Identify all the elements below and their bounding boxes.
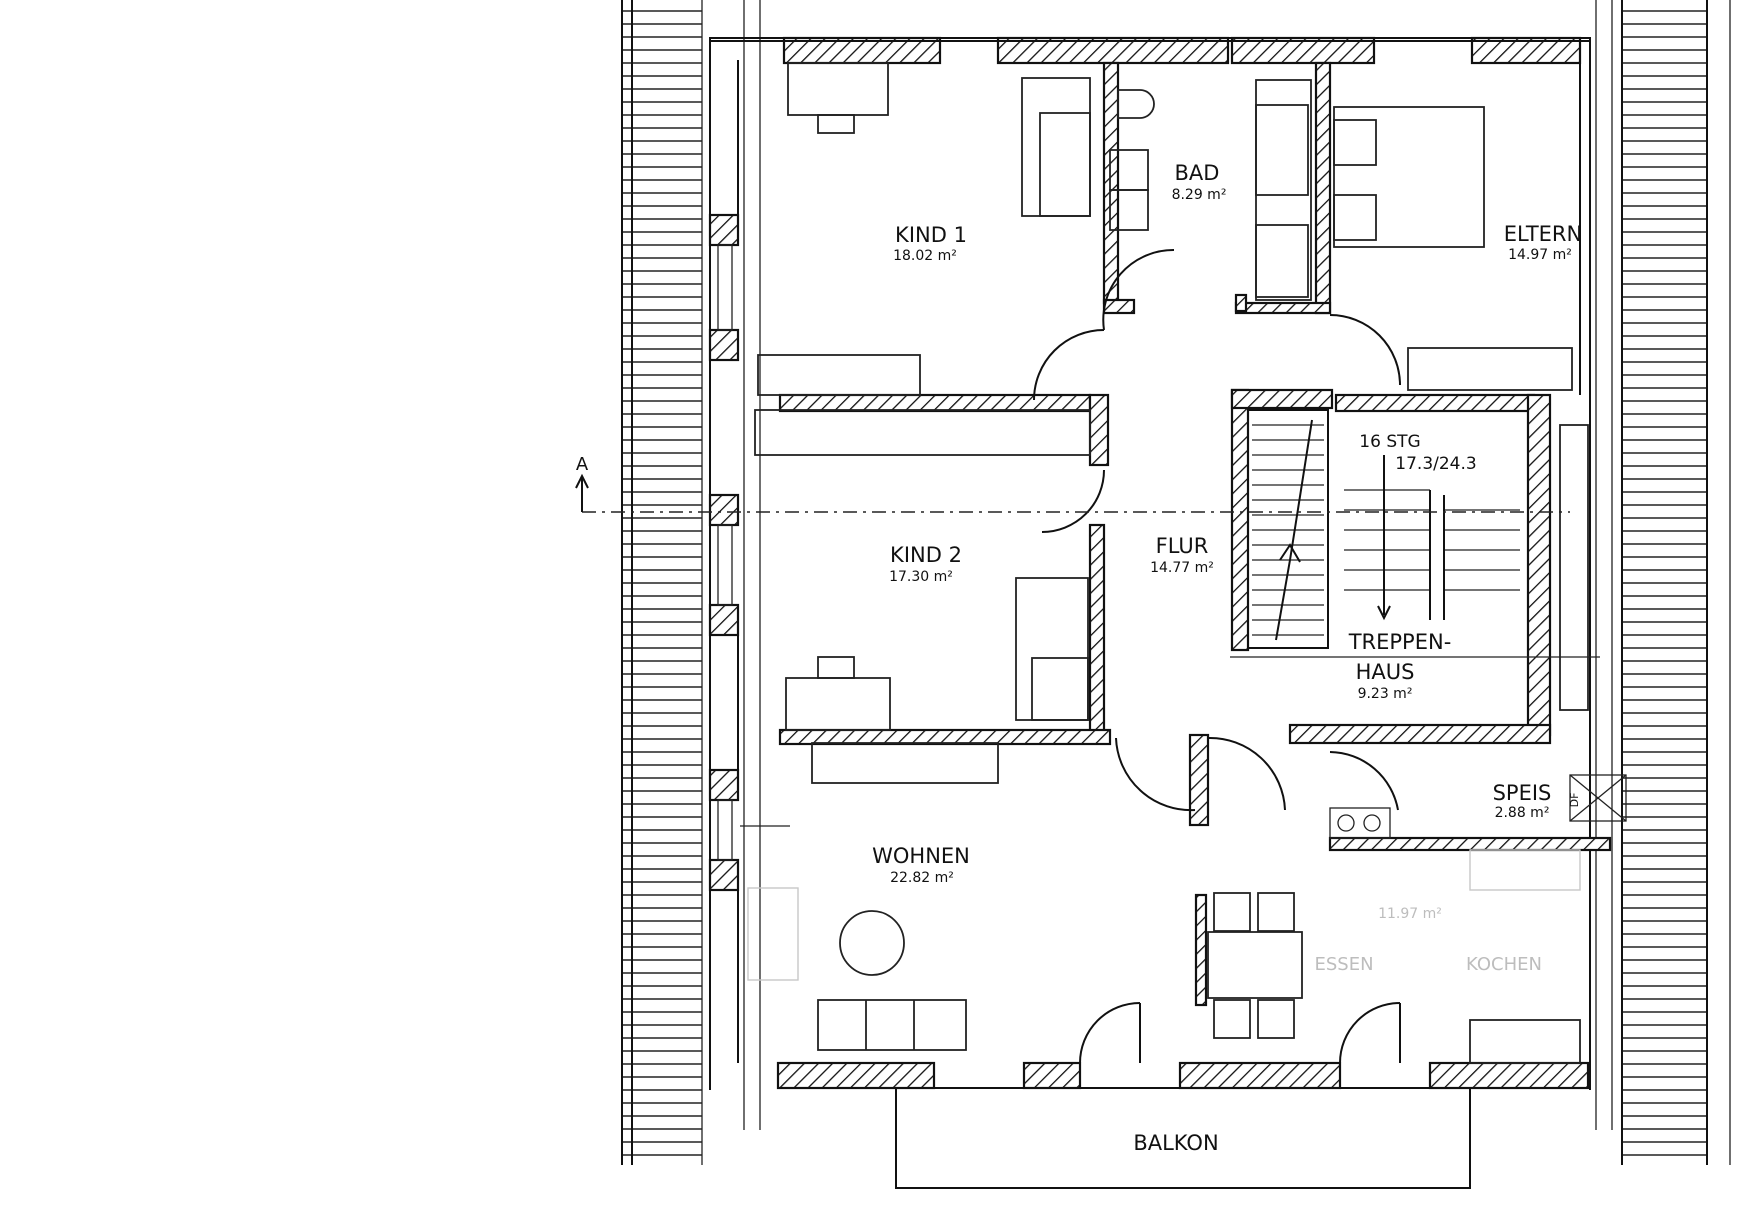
exterior-walls bbox=[708, 36, 1591, 1090]
stair-ratio: 17.3/24.3 bbox=[1395, 454, 1476, 474]
room-name-bad: BAD bbox=[1175, 161, 1220, 185]
section-line-a bbox=[575, 473, 1570, 513]
room-name-flur: FLUR bbox=[1156, 534, 1209, 558]
interior-walls bbox=[778, 61, 1612, 1007]
roof-right bbox=[1595, 0, 1731, 1165]
roof-left bbox=[621, 0, 761, 1165]
room-name-treppenhaus-1: TREPPEN- bbox=[1348, 630, 1452, 654]
room-name-wohnen: WOHNEN bbox=[872, 844, 970, 868]
room-area-flur: 14.77 m² bbox=[1150, 560, 1214, 576]
room-area-speis: 2.88 m² bbox=[1495, 805, 1550, 821]
room-name-eltern: ELTERN bbox=[1504, 222, 1582, 246]
room-area-kind2: 17.30 m² bbox=[889, 569, 953, 585]
room-name-kind1: KIND 1 bbox=[895, 223, 967, 247]
shaft-label: DF bbox=[1568, 793, 1581, 808]
room-area-kind1: 18.02 m² bbox=[893, 248, 957, 264]
room-area-treppenhaus: 9.23 m² bbox=[1358, 686, 1413, 702]
room-area-wohnen: 22.82 m² bbox=[890, 870, 954, 886]
doors bbox=[1033, 248, 1401, 1064]
staircase bbox=[1230, 409, 1600, 658]
room-label-kochen: KOCHEN bbox=[1466, 954, 1542, 975]
room-name-speis: SPEIS bbox=[1493, 781, 1552, 805]
stair-steps: 16 STG bbox=[1359, 432, 1420, 452]
room-name-treppenhaus-2: HAUS bbox=[1356, 660, 1415, 684]
furniture bbox=[740, 62, 1589, 1064]
shaft-df bbox=[1569, 774, 1627, 822]
section-label-a: A bbox=[576, 454, 589, 475]
room-labels: KIND 1 18.02 m² BAD 8.29 m² ELTERN 14.97… bbox=[576, 161, 1582, 1155]
room-area-bad: 8.29 m² bbox=[1172, 187, 1227, 203]
room-label-essen: ESSEN bbox=[1314, 954, 1373, 975]
room-name-kind2: KIND 2 bbox=[890, 543, 962, 567]
balcony bbox=[895, 1087, 1471, 1189]
room-area-eltern: 14.97 m² bbox=[1508, 247, 1572, 263]
room-area-kueche: 11.97 m² bbox=[1378, 906, 1442, 922]
room-name-balkon: BALKON bbox=[1133, 1131, 1218, 1155]
